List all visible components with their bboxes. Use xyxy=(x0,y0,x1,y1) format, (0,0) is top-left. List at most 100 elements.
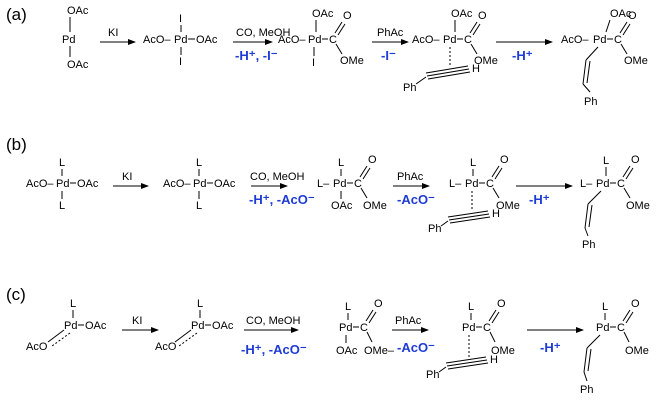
byproduct-label: -H⁺ xyxy=(512,48,533,63)
bond xyxy=(625,167,634,180)
atom-l-top: L xyxy=(602,301,608,313)
byproduct-label: -H⁺, -AcO⁻ xyxy=(241,342,307,357)
atom-l-top: L xyxy=(345,301,351,313)
atom-h: H xyxy=(492,208,500,220)
atom-h: H xyxy=(472,63,480,75)
bond xyxy=(470,43,478,55)
bond xyxy=(337,23,346,36)
atom-pd: Pd xyxy=(308,34,321,46)
atom-ph: Ph xyxy=(580,384,593,396)
atom-c: C xyxy=(329,34,337,46)
atom-oac-top: OAc xyxy=(312,8,334,20)
atom-aco: AcO– xyxy=(561,34,589,46)
atom-pd: Pd xyxy=(443,34,456,46)
atom-ome: OMe– xyxy=(364,345,395,357)
bond xyxy=(335,43,343,55)
bond xyxy=(587,190,602,205)
triple-bond xyxy=(447,210,489,218)
bond xyxy=(440,220,449,227)
molecule-pd-i2-oac2: I AcO– Pd OAc I xyxy=(143,13,218,68)
atom-pd: Pd xyxy=(596,322,609,334)
atom-i-top: I xyxy=(179,13,182,25)
bond xyxy=(491,311,500,324)
triple-bond xyxy=(446,359,488,367)
atom-l-top: L xyxy=(470,157,476,169)
coordination-bond-dashed xyxy=(178,332,198,347)
atom-pd: Pd xyxy=(64,320,77,332)
panel-label-c: (c) xyxy=(6,285,26,304)
atom-o: O xyxy=(343,10,352,22)
atom-pd: Pd xyxy=(56,178,69,190)
atom-pd: Pd xyxy=(193,178,206,190)
molecule-pd-oac2: OAc Pd OAc xyxy=(62,5,89,71)
bond xyxy=(622,165,631,178)
double-bond xyxy=(583,347,588,373)
atom-l: L– xyxy=(449,178,462,190)
atom-c: C xyxy=(354,178,362,190)
molecule-pd-l-oac2-chelate-b: L Pd OAc AcO xyxy=(155,298,234,353)
atom-pd: Pd xyxy=(333,178,346,190)
bond xyxy=(623,187,631,199)
atom-ph: Ph xyxy=(428,223,441,235)
atom-oac: OAc xyxy=(77,178,99,190)
double-bond xyxy=(584,203,589,229)
atom-ome: OMe xyxy=(496,200,520,212)
reagent-label: CO, MeOH xyxy=(236,27,290,39)
bond xyxy=(365,309,374,322)
atom-c: C xyxy=(360,322,368,334)
panel-c: (c) L Pd OAc AcO KI L Pd OAc AcO CO, MeO… xyxy=(6,285,649,396)
panel-a: (a) OAc Pd OAc KI I AcO– Pd OAc I CO, Me… xyxy=(6,5,648,108)
molecule-pd-l2-oac2-b: L AcO– Pd OAc L xyxy=(163,157,236,212)
atom-l-top: L xyxy=(70,298,76,310)
bond xyxy=(583,371,588,382)
molecule-pd-alkyne-a: OAc AcO– Pd C O OMe H Ph xyxy=(403,8,498,94)
atom-l-top: L xyxy=(468,301,474,313)
atom-oac: OAc xyxy=(85,320,107,332)
reagent-label: KI xyxy=(122,171,132,183)
reagent-label: CO, MeOH xyxy=(250,171,304,183)
atom-ome: OMe xyxy=(626,200,650,212)
atom-l-bottom: L xyxy=(59,200,65,212)
bond xyxy=(623,331,630,343)
byproduct-label: -I⁻ xyxy=(381,48,396,63)
atom-oac-top: OAc xyxy=(67,5,89,17)
bond xyxy=(334,21,343,34)
bond xyxy=(619,21,628,34)
atom-c: C xyxy=(464,34,472,46)
molecule-pd-l-oac2-chelate: L Pd OAc AcO xyxy=(26,298,107,353)
triple-bond xyxy=(448,213,490,221)
atom-aco: AcO– xyxy=(278,34,306,46)
atom-oac-top: OAc xyxy=(451,8,473,20)
atom-h: H xyxy=(490,354,498,366)
atom-c: C xyxy=(617,178,625,190)
atom-i-bottom: I xyxy=(179,56,182,68)
bond xyxy=(362,167,371,180)
atom-pd: Pd xyxy=(596,178,609,190)
atom-pd: Pd xyxy=(339,322,352,334)
byproduct-label: -H⁺, -AcO⁻ xyxy=(249,192,315,207)
molecule-pd-l2-oac2: L AcO– Pd OAc L xyxy=(26,157,99,212)
panel-label-b: (b) xyxy=(6,135,27,154)
atom-oac: OAc xyxy=(212,320,234,332)
bond xyxy=(586,334,601,349)
atom-pd: Pd xyxy=(62,34,75,46)
atom-o: O xyxy=(368,154,377,166)
atom-c: C xyxy=(617,322,625,334)
atom-ome: OMe xyxy=(474,55,498,67)
atom-ph: Ph xyxy=(584,96,597,108)
atom-pd: Pd xyxy=(465,178,478,190)
atom-ome: OMe xyxy=(624,55,648,67)
atom-l-bottom: L xyxy=(196,200,202,212)
bond xyxy=(489,331,496,343)
panel-b: (b) L AcO– Pd OAc L KI L AcO– Pd OAc L C… xyxy=(6,135,650,251)
bond xyxy=(582,83,591,93)
bond xyxy=(620,43,628,55)
atom-o: O xyxy=(478,10,487,22)
bond xyxy=(47,329,65,343)
byproduct-label: -H⁺ xyxy=(529,192,550,207)
atom-oac-top: OAc xyxy=(610,8,632,20)
bond xyxy=(438,366,447,373)
molecule-pd-alkyne-c: L Pd C O OMe H Ph xyxy=(426,298,515,381)
atom-pd: Pd xyxy=(593,34,606,46)
molecule-pd-ester-a: OAc AcO– Pd C O OMe I xyxy=(278,8,364,69)
